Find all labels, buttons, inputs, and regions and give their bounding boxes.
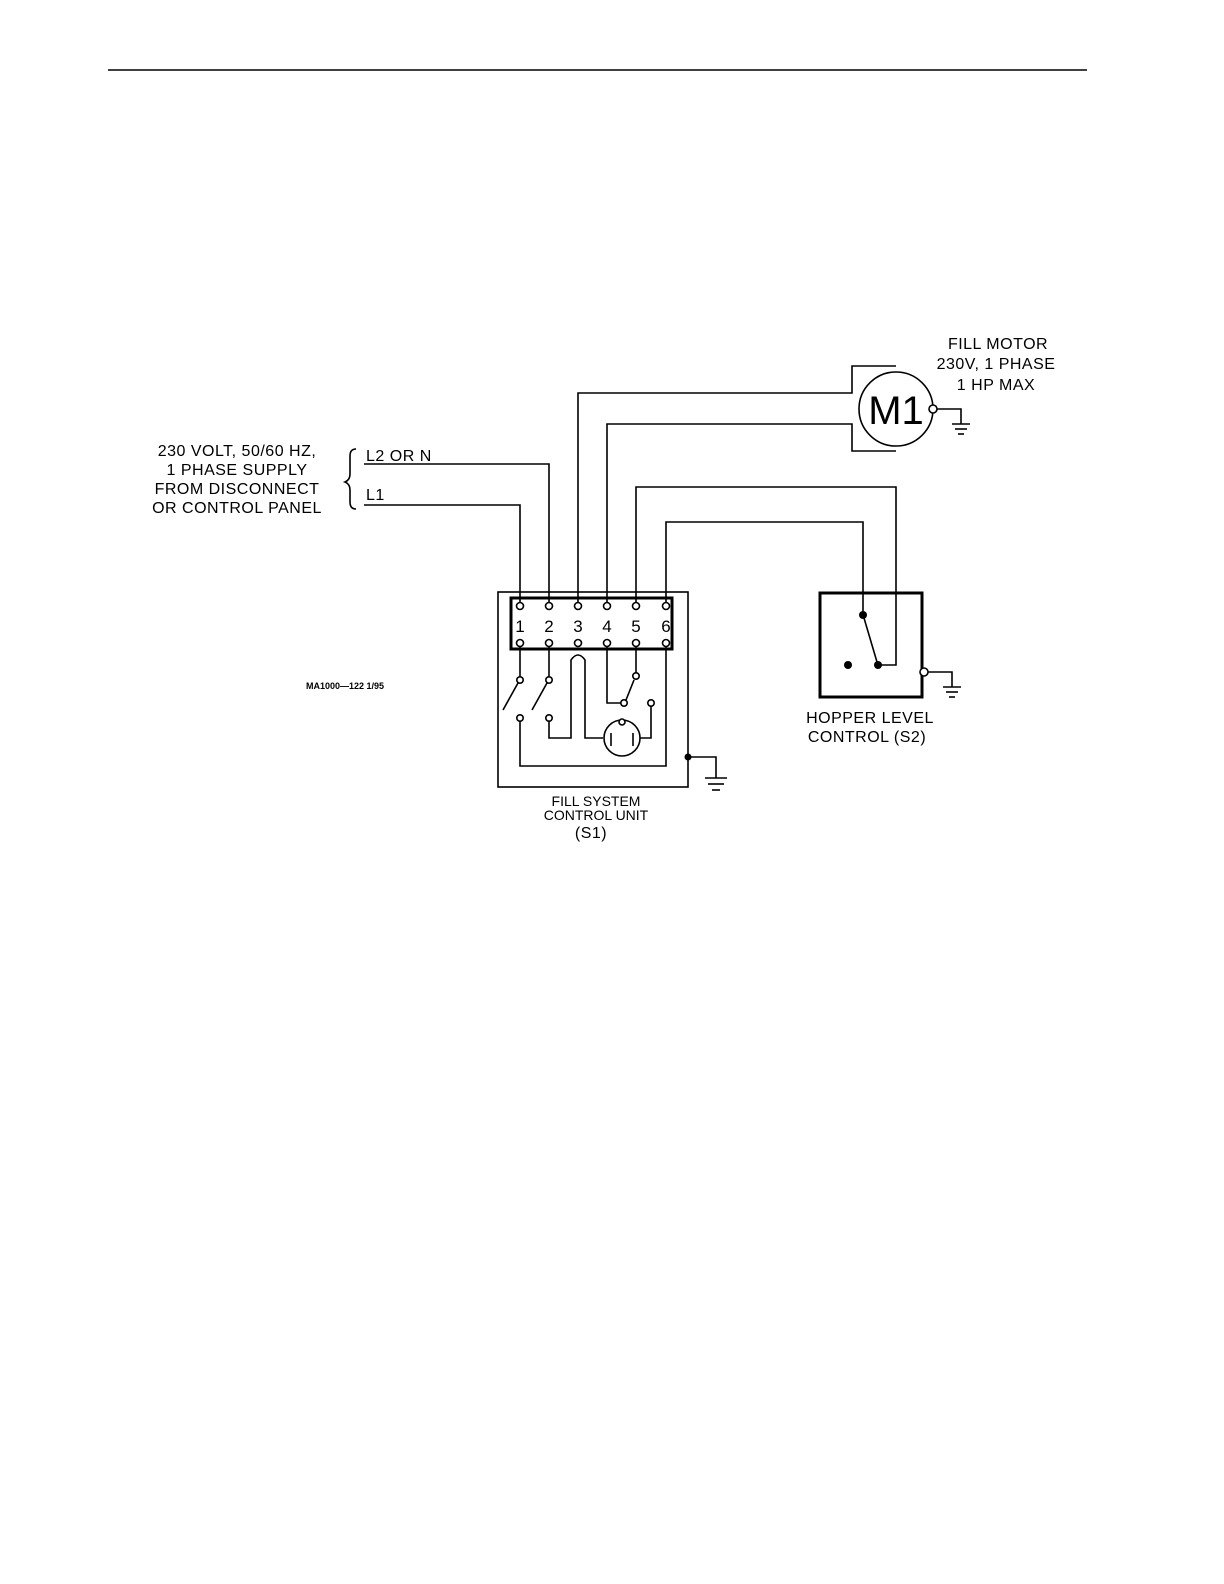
drawing-number: MA1000—122 1/95	[306, 681, 384, 691]
hopper-label-1: HOPPER LEVEL	[806, 710, 934, 727]
motor-label-3: 1 HP MAX	[957, 377, 1035, 394]
double-pole-switch-icon	[503, 647, 666, 766]
wire-l2	[364, 464, 549, 606]
wire-t6-hopper	[666, 522, 863, 615]
terminal-top-dots	[517, 603, 670, 610]
hopper-ground-icon	[943, 687, 961, 697]
fill-motor: M1	[859, 372, 970, 446]
wire-t4-motor	[607, 424, 896, 606]
control-unit: 1 2 3 4 5 6	[498, 592, 727, 790]
control-unit-ground-icon	[705, 778, 727, 790]
terminal-5-label: 5	[631, 617, 640, 636]
control-unit-label-3: (S1)	[575, 825, 607, 842]
terminal-4-label: 4	[602, 617, 611, 636]
motor-label-1: FILL MOTOR	[948, 336, 1048, 353]
control-unit-label-2: CONTROL UNIT	[544, 807, 649, 823]
terminal-bottom-dots	[517, 640, 670, 647]
outlet-icon	[604, 719, 640, 756]
supply-line-1: 230 VOLT, 50/60 HZ,	[158, 443, 317, 460]
motor-ground-icon	[952, 424, 970, 434]
hopper-level-control	[820, 593, 961, 697]
terminal-2-label: 2	[544, 617, 553, 636]
supply-line-2: 1 PHASE SUPPLY	[167, 462, 308, 479]
terminal-6-label: 6	[661, 617, 670, 636]
l1-label: L1	[366, 487, 385, 504]
terminal-3-label: 3	[573, 617, 582, 636]
motor-symbol: M1	[868, 389, 924, 433]
supply-label: 230 VOLT, 50/60 HZ, 1 PHASE SUPPLY FROM …	[152, 443, 322, 517]
internal-relay-icon	[607, 647, 654, 738]
wire-l1	[364, 505, 520, 606]
wire-t5-hopper	[636, 487, 896, 665]
supply-line-3: FROM DISCONNECT	[155, 481, 320, 498]
hopper-label-2: CONTROL (S2)	[808, 729, 926, 746]
motor-label-2: 230V, 1 PHASE	[937, 356, 1056, 373]
supply-brace	[345, 449, 356, 509]
l2-label: L2 OR N	[366, 448, 432, 465]
wire-t3-motor	[578, 366, 896, 606]
terminal-1-label: 1	[515, 617, 524, 636]
supply-line-4: OR CONTROL PANEL	[152, 500, 322, 517]
